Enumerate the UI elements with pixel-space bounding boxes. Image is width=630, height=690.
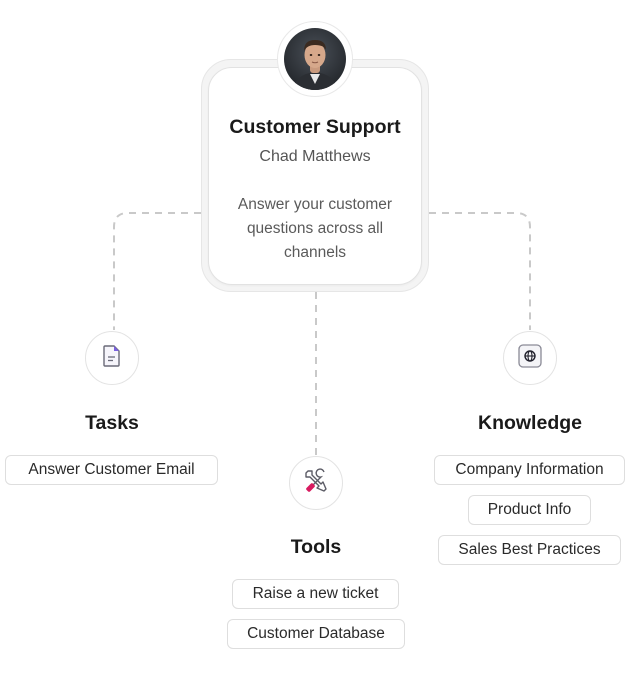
card-description: Answer your customer questions across al… bbox=[237, 196, 393, 261]
avatar bbox=[284, 28, 346, 90]
knowledge-chip-company[interactable]: Company Information bbox=[434, 455, 625, 485]
tools-heading: Tools bbox=[290, 536, 342, 558]
knowledge-heading: Knowledge bbox=[477, 412, 582, 434]
tool-chip-database[interactable]: Customer Database bbox=[227, 619, 405, 649]
card-title: Customer Support bbox=[229, 116, 401, 138]
document-icon bbox=[101, 344, 123, 373]
profile-card: Customer Support Chad Matthews Answer yo… bbox=[208, 67, 422, 285]
card-subtitle: Chad Matthews bbox=[259, 148, 371, 165]
tasks-icon-button bbox=[85, 331, 139, 385]
tasks-heading: Tasks bbox=[85, 412, 139, 434]
tools-icon-button bbox=[289, 456, 343, 510]
knowledge-icon-button bbox=[503, 331, 557, 385]
knowledge-chip-product[interactable]: Product Info bbox=[468, 495, 591, 525]
connector-tasks bbox=[113, 212, 201, 330]
globe-icon bbox=[517, 343, 543, 374]
knowledge-chip-sales[interactable]: Sales Best Practices bbox=[438, 535, 621, 565]
task-chip[interactable]: Answer Customer Email bbox=[5, 455, 218, 485]
connector-knowledge bbox=[429, 212, 531, 330]
tool-chip-ticket[interactable]: Raise a new ticket bbox=[232, 579, 399, 609]
tools-icon bbox=[302, 467, 330, 500]
